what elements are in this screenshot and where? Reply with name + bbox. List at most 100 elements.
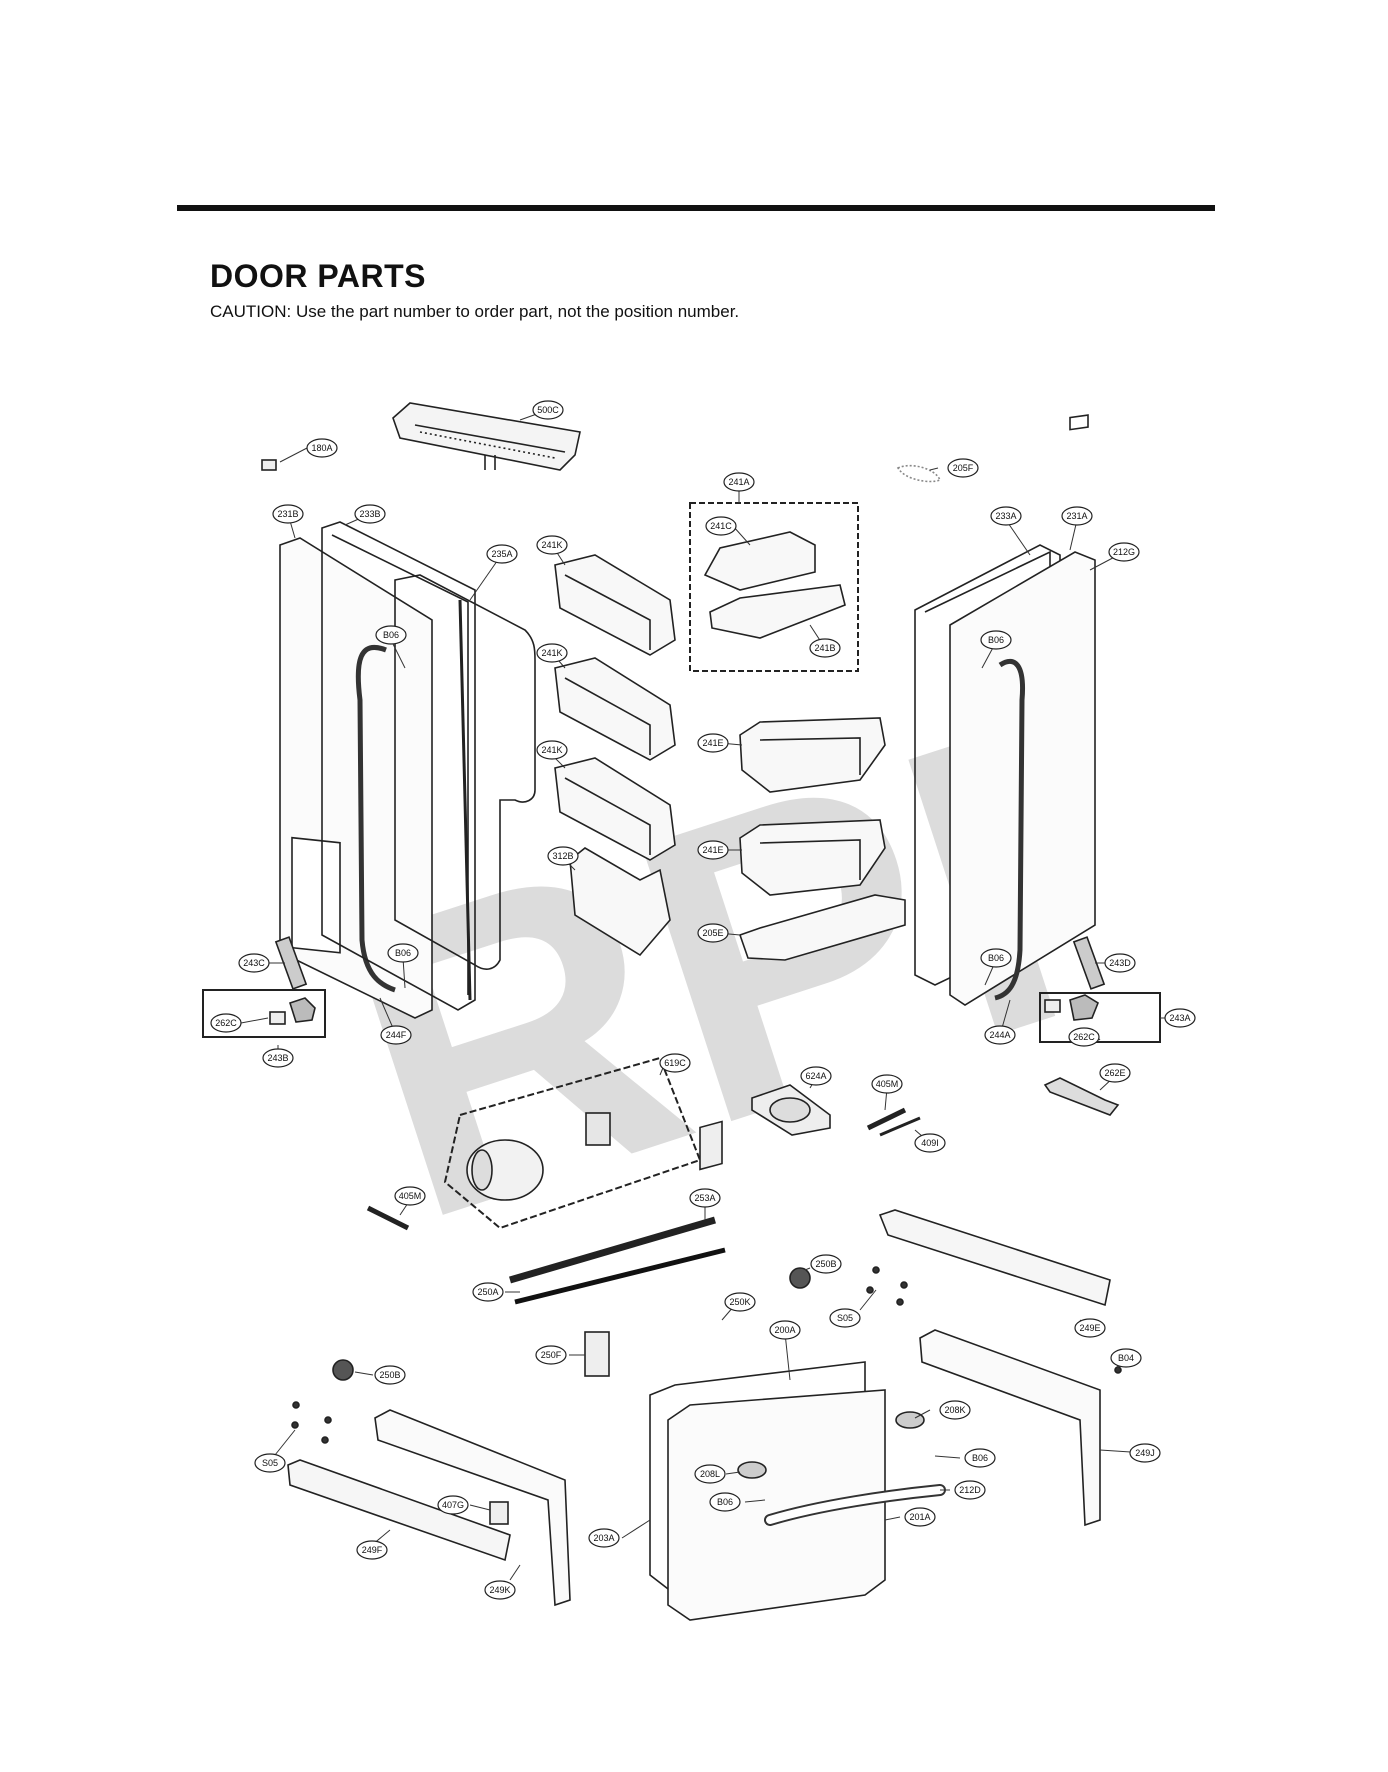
callout-bubble bbox=[380, 1025, 412, 1045]
callout-bubble bbox=[262, 1048, 294, 1068]
callout-619c: 619C bbox=[659, 1053, 691, 1073]
callout-label: B06 bbox=[988, 635, 1004, 645]
callout-bubble bbox=[536, 535, 568, 555]
callout-bubble bbox=[547, 846, 579, 866]
callout-249k: 249K bbox=[484, 1580, 516, 1600]
clip-part bbox=[261, 459, 277, 471]
callout-label: 249K bbox=[489, 1585, 510, 1595]
callout-bubble bbox=[484, 1580, 516, 1600]
drawer-bracket-part bbox=[919, 1329, 1101, 1527]
callout-label: S05 bbox=[837, 1313, 853, 1323]
callout-bubble bbox=[238, 953, 270, 973]
header-rule bbox=[177, 205, 1215, 211]
callout-241a: 241A bbox=[723, 472, 755, 492]
callout-233b: 233B bbox=[354, 504, 386, 524]
caution-note: CAUTION: Use the part number to order pa… bbox=[210, 302, 740, 321]
callout-bubble bbox=[1164, 1008, 1196, 1028]
callout-label: 205E bbox=[702, 928, 723, 938]
callout-405m: 405M bbox=[871, 1074, 903, 1094]
callout-label: 250K bbox=[729, 1297, 750, 1307]
callout-243a: 243A bbox=[1164, 1008, 1196, 1028]
callout-bubble bbox=[354, 504, 386, 524]
clip-part bbox=[489, 1501, 509, 1525]
callout-label: 619C bbox=[664, 1058, 686, 1068]
callout-bubble bbox=[769, 1320, 801, 1340]
callout-s05: S05 bbox=[254, 1453, 286, 1473]
callout-bubble bbox=[810, 1254, 842, 1274]
callout-bubble bbox=[724, 1292, 756, 1312]
callout-244f: 244F bbox=[380, 1025, 412, 1045]
callout-212d: 212D bbox=[954, 1480, 986, 1500]
callout-409i: 409I bbox=[914, 1133, 946, 1153]
callout-250a: 250A bbox=[472, 1282, 504, 1302]
callout-250b: 250B bbox=[374, 1365, 406, 1385]
valve-part bbox=[585, 1112, 611, 1146]
callout-312b: 312B bbox=[547, 846, 579, 866]
dashed-bracket-part bbox=[896, 464, 942, 483]
callout-label: 249J bbox=[1135, 1448, 1155, 1458]
callout-label: 624A bbox=[805, 1071, 826, 1081]
callout-b06: B06 bbox=[964, 1448, 996, 1468]
callout-label: 208L bbox=[700, 1469, 720, 1479]
right-door-part bbox=[949, 414, 1096, 1006]
filter-housing-part bbox=[466, 1139, 544, 1201]
callout-212g: 212G bbox=[1108, 542, 1140, 562]
callout-label: 200A bbox=[774, 1325, 795, 1335]
callout-bubble bbox=[980, 630, 1012, 650]
callout-249f: 249F bbox=[356, 1540, 388, 1560]
shelf-bracket-part bbox=[738, 894, 906, 961]
callout-235a: 235A bbox=[486, 544, 518, 564]
callout-bubble bbox=[964, 1448, 996, 1468]
callout-label: 250B bbox=[379, 1370, 400, 1380]
page-title: DOOR PARTS bbox=[210, 258, 426, 294]
cap-part bbox=[737, 1461, 767, 1479]
callout-bubble bbox=[954, 1480, 986, 1500]
callout-205e: 205E bbox=[697, 923, 729, 943]
callout-bubble bbox=[306, 438, 338, 458]
callout-bubble bbox=[210, 1013, 242, 1033]
hinge-cover-part bbox=[274, 936, 308, 990]
callout-label: 405M bbox=[399, 1191, 422, 1201]
callout-label: 233A bbox=[995, 511, 1016, 521]
callout-180a: 180A bbox=[306, 438, 338, 458]
callout-label: 250B bbox=[815, 1259, 836, 1269]
callout-label: 405M bbox=[876, 1079, 899, 1089]
callout-label: B06 bbox=[383, 630, 399, 640]
callout-bubble bbox=[1110, 1348, 1142, 1368]
callout-label: 208K bbox=[944, 1405, 965, 1415]
callout-208l: 208L bbox=[694, 1464, 726, 1484]
callout-200a: 200A bbox=[769, 1320, 801, 1340]
bin-assembly-group-box bbox=[689, 502, 859, 672]
callout-bubble bbox=[697, 923, 729, 943]
left-door-part bbox=[279, 537, 433, 1019]
left-door-liner-part bbox=[394, 574, 536, 1001]
callout-label: 241K bbox=[541, 540, 562, 550]
callout-label: 205F bbox=[953, 463, 974, 473]
callout-label: 243B bbox=[267, 1053, 288, 1063]
callout-label: 241B bbox=[814, 643, 835, 653]
callout-label: 250F bbox=[541, 1350, 562, 1360]
callout-203a: 203A bbox=[588, 1528, 620, 1548]
callout-241k: 241K bbox=[536, 535, 568, 555]
callout-bubble bbox=[689, 1188, 721, 1208]
callout-bubble bbox=[437, 1495, 469, 1515]
strip-part bbox=[366, 1205, 410, 1231]
strip-part bbox=[866, 1107, 907, 1131]
callout-bubble bbox=[904, 1507, 936, 1527]
callout-bubble bbox=[939, 1400, 971, 1420]
callout-label: B04 bbox=[1118, 1353, 1134, 1363]
callout-bubble bbox=[697, 733, 729, 753]
door-bin-part bbox=[554, 757, 676, 861]
callout-label: 243D bbox=[1109, 958, 1131, 968]
callout-label: B06 bbox=[395, 948, 411, 958]
callout-label: S05 bbox=[262, 1458, 278, 1468]
callout-bubble bbox=[705, 516, 737, 536]
freezer-drawer-front-part bbox=[667, 1389, 886, 1621]
hinge-cover-part bbox=[1072, 936, 1106, 990]
gear-part bbox=[332, 1359, 354, 1381]
crisper-bin-part bbox=[739, 717, 886, 793]
bracket-part bbox=[584, 1331, 610, 1377]
callout-bubble bbox=[532, 400, 564, 420]
gear-part bbox=[789, 1267, 811, 1289]
